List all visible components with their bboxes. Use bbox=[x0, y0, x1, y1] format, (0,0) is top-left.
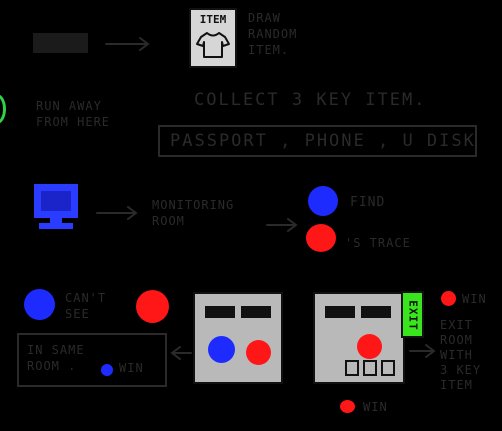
draw-random-item-text: DRAW RANDOM ITEM. bbox=[248, 11, 298, 57]
blue-player-find bbox=[308, 186, 338, 216]
blue-player-cant-see bbox=[24, 289, 55, 320]
blue-dot-win bbox=[101, 364, 113, 376]
red-player-hidden bbox=[136, 290, 169, 323]
item-slot bbox=[381, 360, 395, 376]
right-win-label: WIN bbox=[462, 292, 487, 306]
red-dot-win bbox=[441, 291, 456, 306]
hidden-card bbox=[33, 33, 88, 53]
cant-see-text: CAN'T SEE bbox=[65, 291, 107, 321]
exit-sign: EXIT bbox=[401, 291, 424, 338]
key-items-box bbox=[158, 125, 477, 157]
exit-room-text: EXIT ROOM WITH 3 KEY ITEM bbox=[440, 318, 482, 392]
item-slot bbox=[363, 360, 377, 376]
bottom-win-label: WIN bbox=[363, 400, 388, 414]
same-room-box bbox=[17, 333, 167, 387]
panel-slot bbox=[361, 306, 391, 318]
item-card-label: ITEM bbox=[199, 13, 227, 26]
arrow-icon bbox=[96, 206, 138, 220]
item-card: ITEM bbox=[189, 8, 237, 68]
red-player-trace bbox=[306, 224, 336, 252]
same-room-text: IN SAME ROOM . bbox=[27, 343, 85, 373]
arrow-icon bbox=[409, 344, 436, 358]
arrow-icon bbox=[170, 346, 192, 360]
panel-slot bbox=[241, 306, 271, 318]
arrow-icon bbox=[266, 218, 298, 232]
blue-player-same-room bbox=[208, 336, 235, 363]
collect-title: COLLECT 3 KEY ITEM. bbox=[194, 90, 427, 110]
monitor-icon bbox=[34, 184, 78, 229]
shirt-icon bbox=[196, 32, 230, 58]
red-player-exit-room bbox=[357, 334, 382, 359]
red-dot-bottom-win bbox=[340, 400, 355, 413]
trace-label: 'S TRACE bbox=[345, 236, 411, 250]
same-room-panel bbox=[193, 292, 283, 384]
panel-slot bbox=[325, 306, 355, 318]
red-player-same-room bbox=[246, 340, 271, 365]
find-label: FIND bbox=[350, 195, 386, 210]
key-items-text: PASSPORT , PHONE , U DISK bbox=[170, 131, 476, 151]
monitoring-room-text: MONITORING ROOM bbox=[152, 198, 235, 228]
same-room-win-label: WIN bbox=[119, 361, 144, 375]
item-slot bbox=[345, 360, 359, 376]
panel-slot bbox=[205, 306, 235, 318]
arrow-icon bbox=[105, 37, 150, 51]
run-away-text: RUN AWAY FROM HERE bbox=[36, 99, 111, 129]
